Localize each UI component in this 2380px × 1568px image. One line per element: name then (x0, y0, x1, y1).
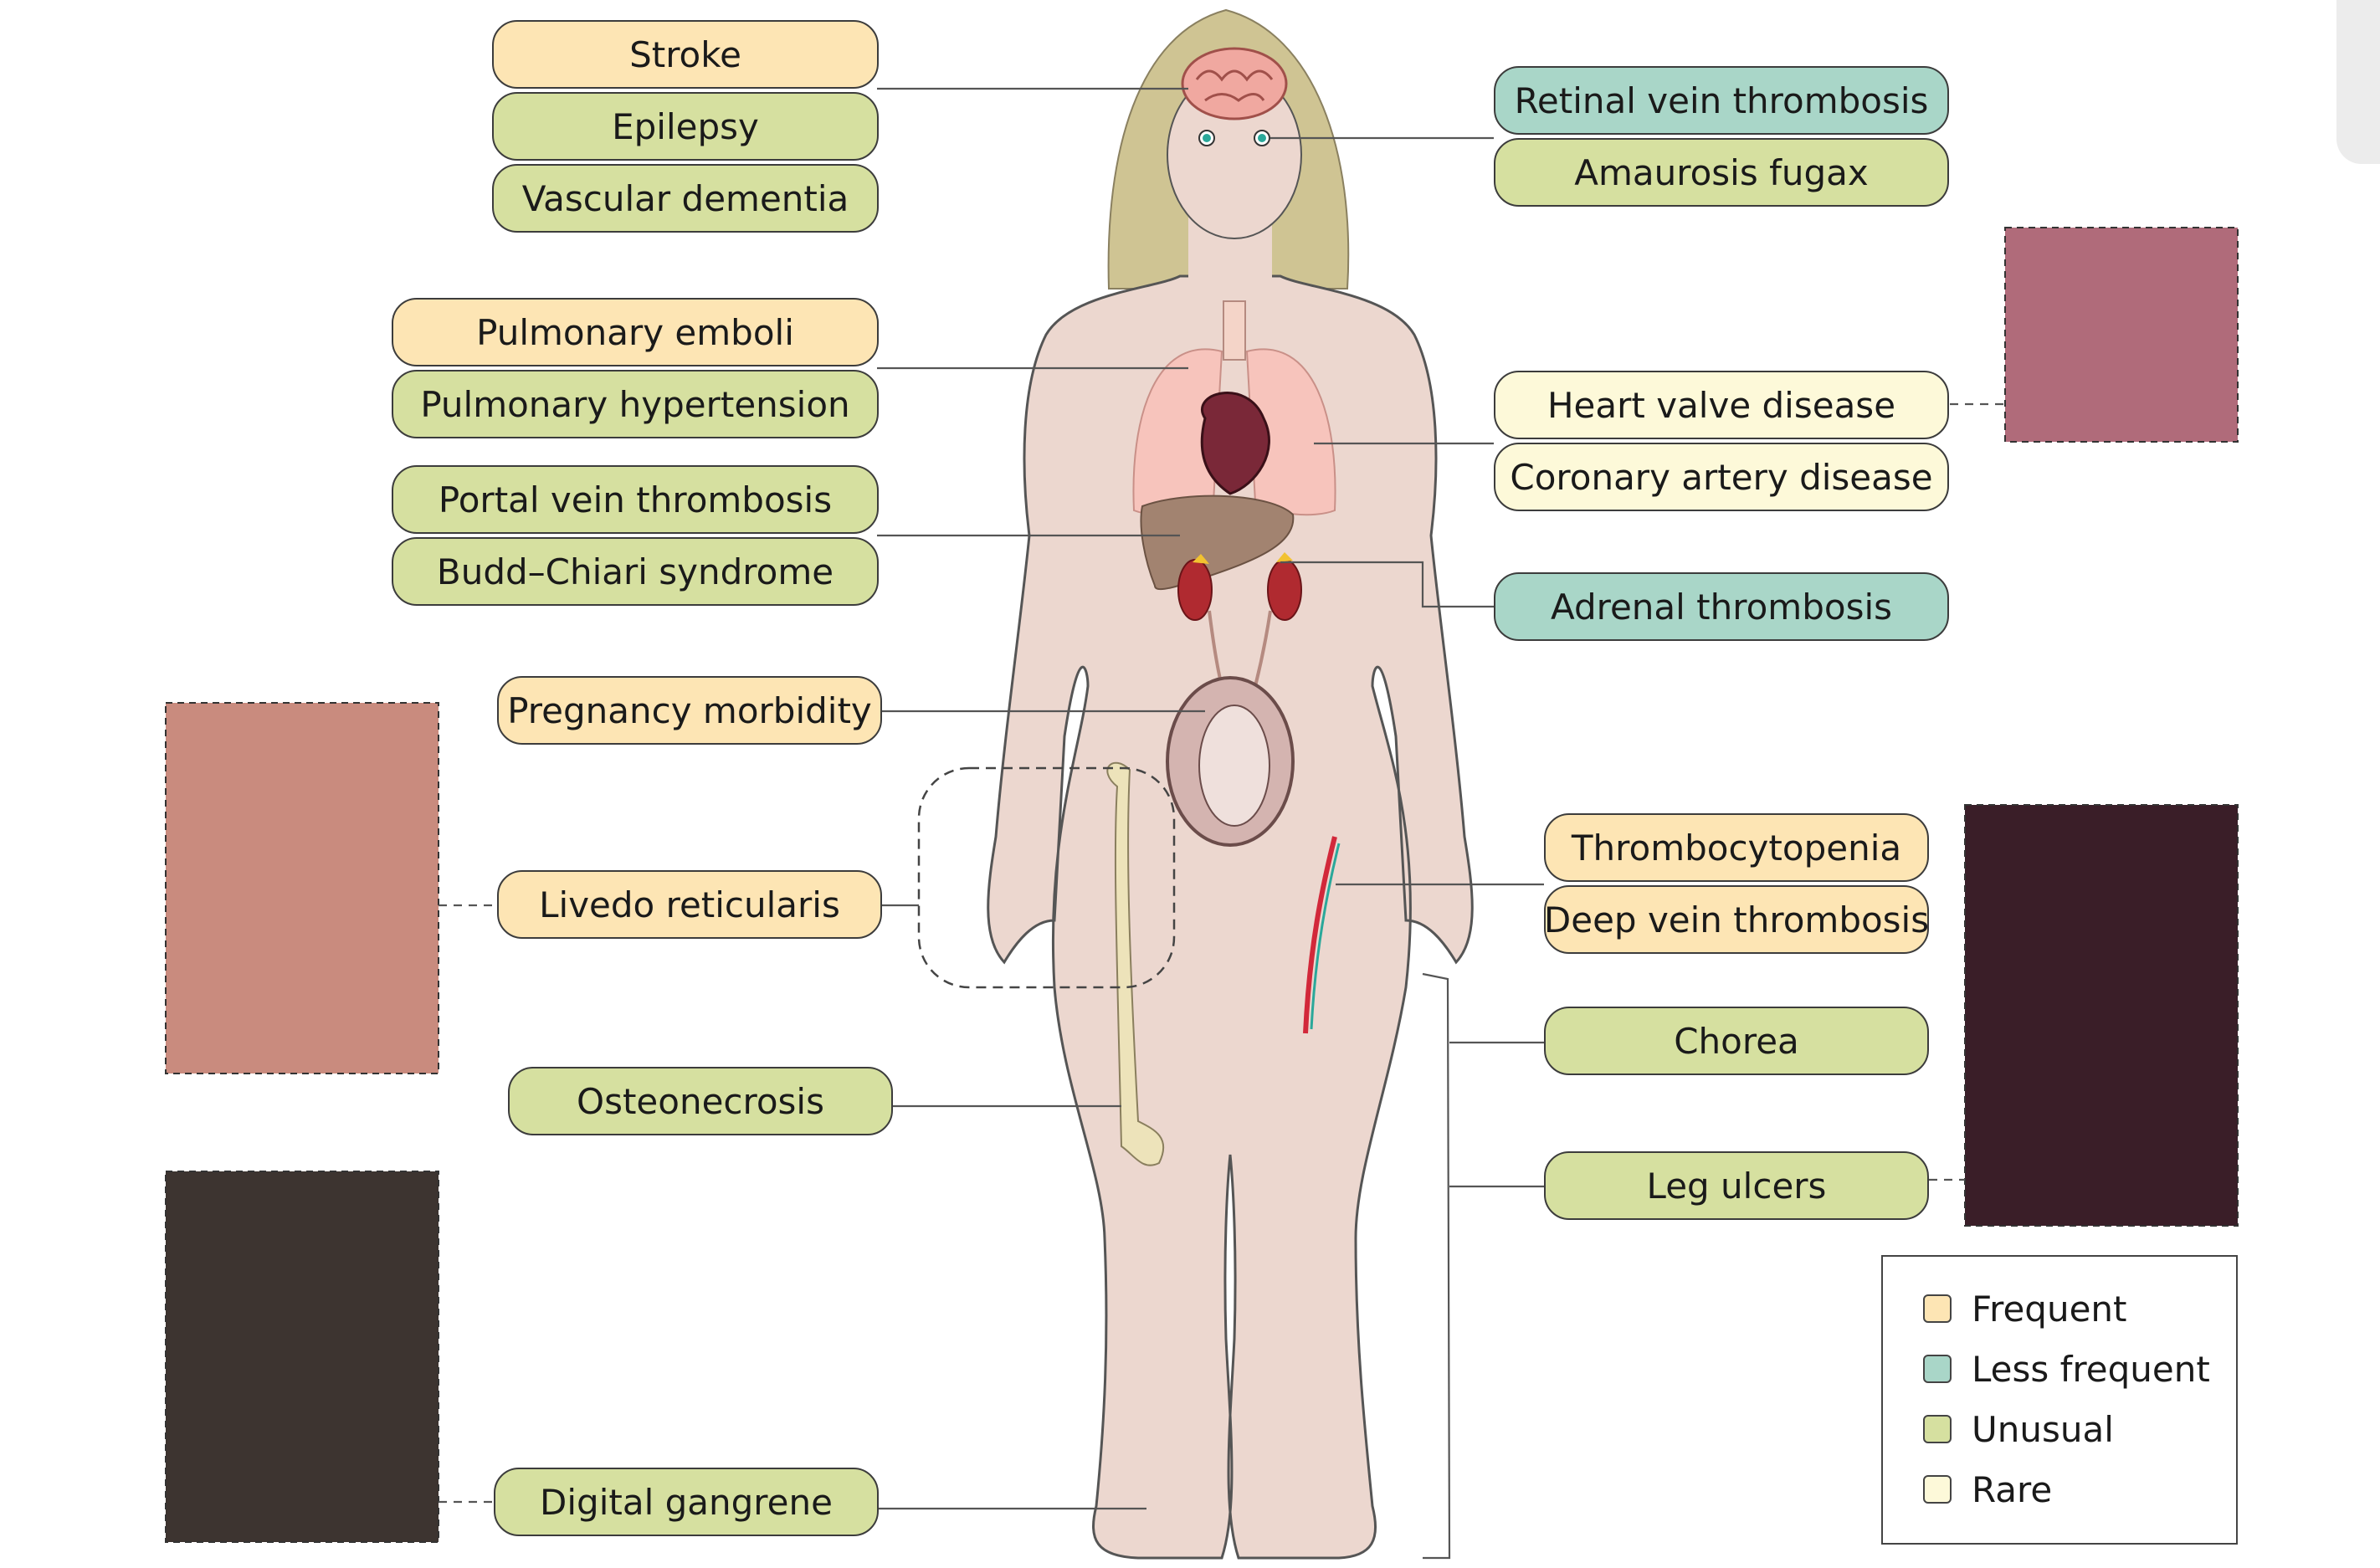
legend-unusual: Unusual (1923, 1408, 2114, 1450)
label-deep-vein-thrombosis: Deep vein thrombosis (1544, 885, 1929, 954)
swatch-rare (1923, 1475, 1952, 1504)
label-heart-valve-disease: Heart valve disease (1494, 371, 1949, 439)
label-retinal-vein-thrombosis: Retinal vein thrombosis (1494, 66, 1949, 135)
label-vascular-dementia: Vascular dementia (492, 164, 879, 233)
label-portal-vein-thrombosis: Portal vein thrombosis (392, 465, 879, 534)
legend-frequent: Frequent (1923, 1288, 2127, 1330)
heart-valve-photo (2004, 227, 2239, 443)
legend-rare: Rare (1923, 1468, 2053, 1510)
swatch-unusual (1923, 1415, 1952, 1443)
femur-bone (1106, 761, 1165, 1166)
label-adrenal-thrombosis: Adrenal thrombosis (1494, 572, 1949, 641)
gangrene-photo (165, 1171, 439, 1543)
swatch-frequent (1923, 1294, 1952, 1323)
swatch-less-frequent (1923, 1355, 1952, 1383)
label-thrombocytopenia: Thrombocytopenia (1544, 813, 1929, 882)
label-chorea: Chorea (1544, 1007, 1929, 1075)
legend-rare-label: Rare (1972, 1468, 2053, 1510)
fetus (1198, 705, 1270, 827)
liver (1140, 494, 1295, 591)
label-amaurosis-fugax: Amaurosis fugax (1494, 138, 1949, 207)
left-kidney (1177, 559, 1213, 621)
label-stroke: Stroke (492, 20, 879, 89)
legend-frequent-label: Frequent (1972, 1288, 2127, 1330)
brain (1181, 47, 1288, 120)
hand-highlight (917, 766, 1176, 989)
label-pulmonary-hypertension: Pulmonary hypertension (392, 370, 879, 438)
legend: Frequent Less frequent Unusual Rare (1881, 1255, 2238, 1545)
label-leg-ulcers: Leg ulcers (1544, 1151, 1929, 1220)
label-budd-chiari: Budd–Chiari syndrome (392, 537, 879, 606)
legend-unusual-label: Unusual (1972, 1408, 2114, 1450)
label-digital-gangrene: Digital gangrene (494, 1468, 879, 1536)
label-coronary-artery-disease: Coronary artery disease (1494, 443, 1949, 511)
leg-ulcer-photo (1964, 804, 2239, 1227)
label-livedo-reticularis: Livedo reticularis (497, 870, 882, 939)
thrombosed-vein (1303, 836, 1337, 1034)
label-pulmonary-emboli: Pulmonary emboli (392, 298, 879, 366)
trachea (1223, 300, 1246, 361)
legend-less-frequent-label: Less frequent (1972, 1348, 2210, 1390)
body-silhouette (987, 274, 1474, 1560)
label-epilepsy: Epilepsy (492, 92, 879, 161)
livedo-photo (165, 702, 439, 1074)
heart (1200, 392, 1270, 495)
connector-lines (877, 87, 1544, 1560)
right-kidney (1267, 559, 1302, 621)
legend-less-frequent: Less frequent (1923, 1348, 2210, 1390)
label-osteonecrosis: Osteonecrosis (508, 1067, 893, 1135)
label-pregnancy-morbidity: Pregnancy morbidity (497, 676, 882, 745)
side-tab[interactable] (2336, 0, 2380, 164)
